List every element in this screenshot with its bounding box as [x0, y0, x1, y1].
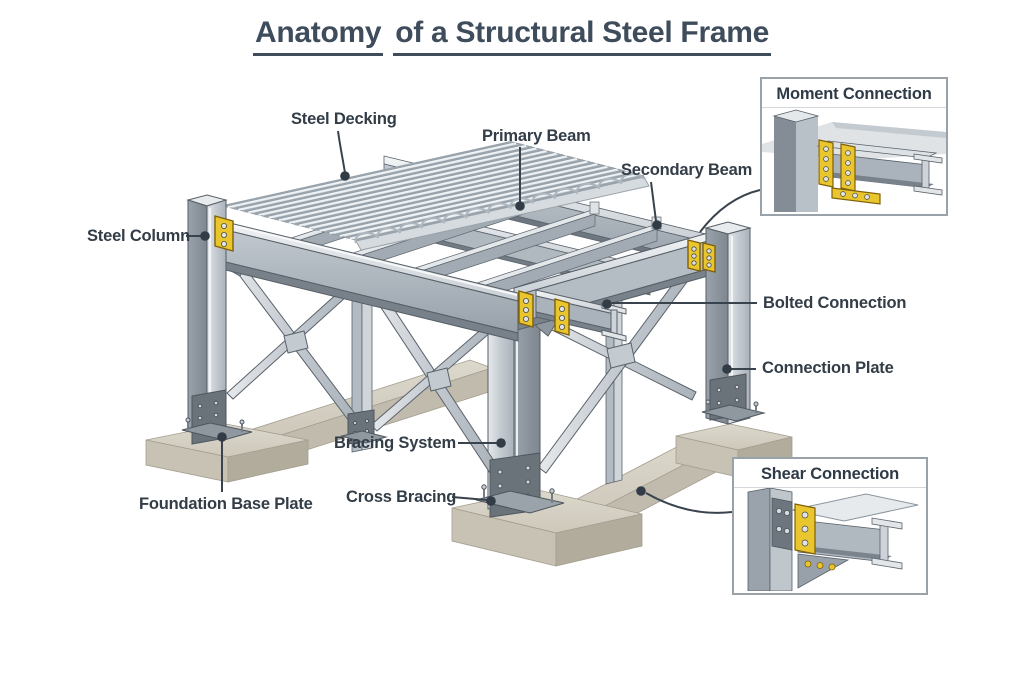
page-title-word1: Anatomy — [253, 16, 384, 56]
foundations — [145, 359, 793, 567]
connection-plate-left-joint — [214, 215, 234, 252]
label-connection-plate: Connection Plate — [762, 359, 894, 377]
leader-dots — [200, 171, 732, 506]
leader-lines — [186, 130, 761, 514]
bracing-system-straps — [225, 251, 699, 474]
page-title-rest: of a Structural Steel Frame — [393, 16, 771, 56]
label-bolted-connection: Bolted Connection — [763, 294, 907, 312]
foundation-base-plate-left — [181, 389, 253, 445]
label-steel-column: Steel Column — [87, 227, 191, 245]
label-cross-bracing: Cross Bracing — [346, 488, 457, 506]
leader-shear-inset — [645, 492, 733, 514]
connection-plates — [214, 215, 716, 336]
base-plate-middle — [340, 409, 388, 445]
leader-steel-decking — [337, 130, 346, 174]
label-secondary-beam: Secondary Beam — [621, 161, 753, 179]
label-steel-decking: Steel Decking — [291, 110, 397, 128]
leader-cross-bracing — [451, 496, 488, 501]
secondary-beam-4 — [467, 223, 658, 304]
shear-connection-title: Shear Connection — [734, 459, 926, 488]
connection-plate-center-joint — [518, 290, 570, 336]
connection-plate-right-joint — [687, 239, 716, 273]
steel-decking-panel — [223, 140, 650, 251]
moment-connection-inset: Moment Connection — [760, 77, 948, 216]
leader-secondary-beam — [650, 181, 657, 222]
moment-connection-title: Moment Connection — [762, 79, 946, 108]
shear-connection-inset: Shear Connection — [732, 457, 928, 595]
leader-moment-inset — [699, 189, 761, 233]
moment-connection-drawing — [762, 109, 946, 212]
label-bracing-system: Bracing System — [334, 434, 456, 452]
foundation-base-plate-center — [475, 452, 565, 518]
base-plates — [181, 373, 766, 518]
label-primary-beam: Primary Beam — [482, 127, 591, 145]
foundation-base-plate-right — [701, 373, 766, 422]
label-foundation-base-plate: Foundation Base Plate — [139, 495, 313, 513]
shear-connection-drawing — [747, 488, 919, 591]
